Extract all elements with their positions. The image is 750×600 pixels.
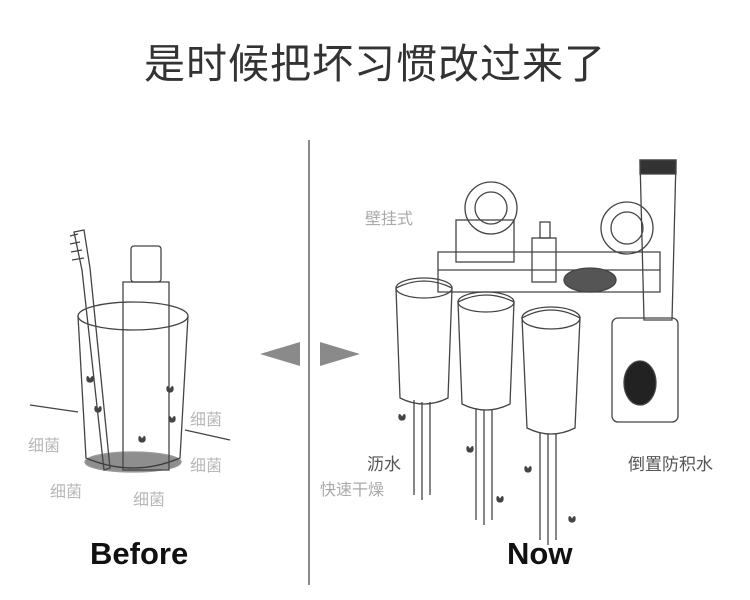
right-arrow-icon [320,342,360,366]
page-title: 是时候把坏习惯改过来了 [144,40,606,88]
bacteria-label-3: 细菌 [190,456,223,475]
quick-dry-label: 快速干燥 [320,480,385,499]
bacteria-label-4: 细菌 [50,482,83,501]
center-divider [308,140,310,585]
anti-water-label: 倒置防积水 [628,455,713,475]
wall-mount-label: 壁挂式 [365,209,414,228]
now-caption: Now [507,536,573,571]
bacteria-label-1: 细菌 [190,410,223,429]
bacteria-label-5: 细菌 [133,490,166,509]
drain-label: 沥水 [367,455,401,475]
bacteria-label-2: 细菌 [28,436,61,455]
left-arrow-icon [260,342,300,366]
before-caption: Before [90,536,189,571]
